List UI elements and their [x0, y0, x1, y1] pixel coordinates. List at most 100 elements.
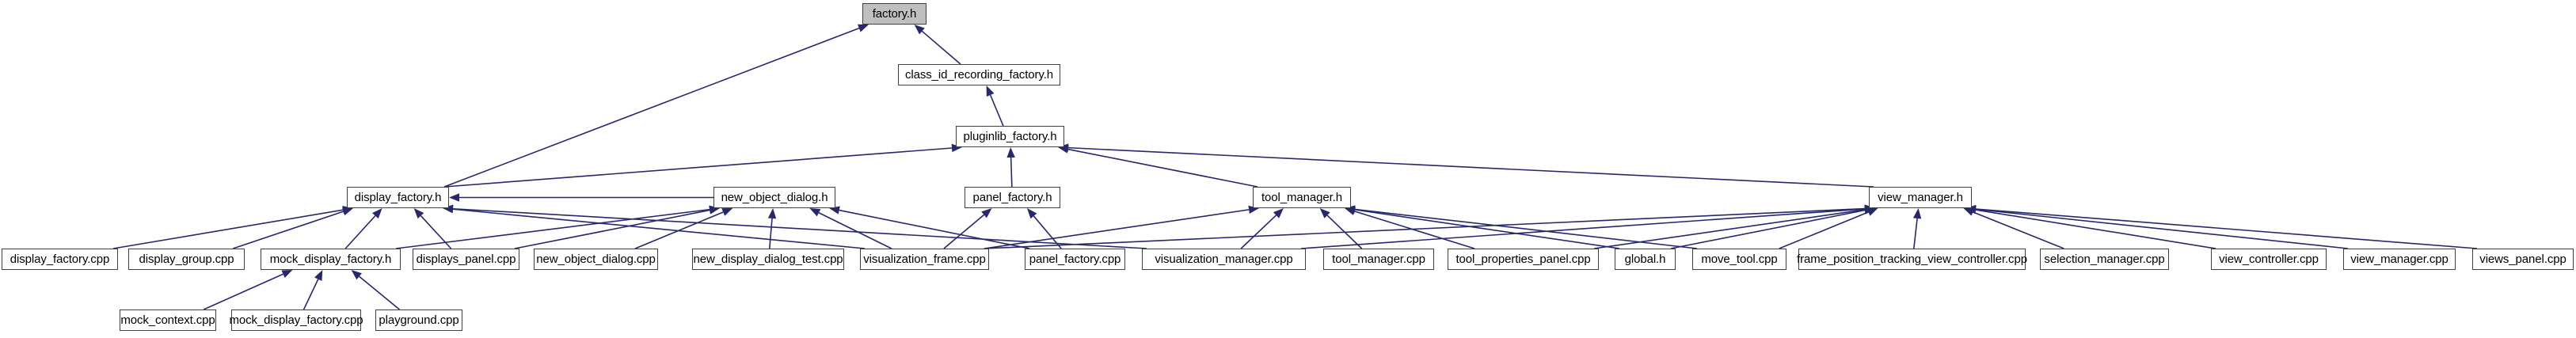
- graph-edge: [1779, 211, 1869, 249]
- graph-node-label: visualization_manager.cpp: [1155, 253, 1293, 266]
- graph-node-new-object-dialog-cpp[interactable]: new_object_dialog.cpp: [534, 249, 658, 270]
- graph-node-selection-manager-cpp[interactable]: selection_manager.cpp: [2040, 249, 2169, 270]
- graph-edge-arrowhead: [981, 208, 992, 218]
- graph-node-mock-display-factory-h[interactable]: mock_display_factory.h: [261, 249, 401, 270]
- graph-node-label: pluginlib_factory.h: [963, 130, 1057, 143]
- graph-edge: [634, 211, 724, 249]
- graph-node-label: view_manager.cpp: [2350, 253, 2449, 266]
- graph-edge-arrowhead: [914, 25, 925, 35]
- graph-node-panel-factory-h[interactable]: panel_factory.h: [965, 187, 1060, 208]
- graph-node-label: display_factory.cpp: [10, 253, 110, 266]
- graph-edge: [1354, 211, 1475, 249]
- graph-node-label: new_display_dialog_test.cpp: [693, 253, 843, 266]
- graph-edge: [989, 94, 1004, 127]
- graph-edge: [1670, 209, 1866, 249]
- graph-node-display-group-cpp[interactable]: display_group.cpp: [128, 249, 245, 270]
- graph-node-panel-factory-cpp[interactable]: panel_factory.cpp: [1025, 249, 1125, 270]
- graph-node-display-factory-cpp[interactable]: display_factory.cpp: [2, 249, 118, 270]
- graph-edge-arrowhead: [1006, 147, 1015, 158]
- graph-edge-arrowhead: [1026, 208, 1037, 219]
- graph-node-frame-position-tracking-view-controller-cpp[interactable]: frame_position_tracking_view_controller.…: [1797, 249, 2027, 270]
- graph-node-label: view_manager.h: [1878, 191, 1963, 204]
- graph-edge-arrowhead: [1273, 208, 1284, 218]
- graph-edge-arrowhead: [372, 208, 382, 219]
- graph-node-mock-display-factory-cpp[interactable]: mock_display_factory.cpp: [229, 310, 363, 331]
- graph-node-tool-manager-cpp[interactable]: tool_manager.cpp: [1323, 249, 1434, 270]
- graph-node-visualization-frame-cpp[interactable]: visualization_frame.cpp: [860, 249, 989, 270]
- graph-node-label: new_object_dialog.h: [721, 191, 828, 204]
- graph-node-display-factory-h[interactable]: display_factory.h: [347, 187, 449, 208]
- graph-node-label: factory.h: [872, 7, 917, 21]
- graph-node-label: frame_position_tracking_view_controller.…: [1797, 253, 2027, 266]
- graph-edge-arrowhead: [1912, 208, 1922, 219]
- graph-node-view-controller-cpp[interactable]: view_controller.cpp: [2211, 249, 2327, 270]
- graph-node-visualization-manager-cpp[interactable]: visualization_manager.cpp: [1142, 249, 1306, 270]
- graph-edge-arrowhead: [829, 206, 840, 215]
- graph-node-label: views_panel.cpp: [2479, 253, 2566, 266]
- graph-edge-arrowhead: [449, 193, 459, 202]
- graph-edge-arrowhead: [1965, 204, 1977, 214]
- graph-node-factory-h[interactable]: factory.h: [862, 3, 927, 25]
- graph-edge: [443, 147, 953, 188]
- graph-node-global-h[interactable]: global.h: [1615, 249, 1676, 270]
- graph-node-move-tool-cpp[interactable]: move_tool.cpp: [1692, 249, 1786, 270]
- graph-node-class-id-recording-factory-h[interactable]: class_id_recording_factory.h: [898, 64, 1060, 85]
- graph-node-label: tool_manager.cpp: [1332, 253, 1425, 266]
- graph-edge: [1975, 209, 2216, 249]
- graph-edge-arrowhead: [342, 207, 353, 216]
- graph-edge: [1240, 215, 1277, 249]
- graph-node-view-manager-cpp[interactable]: view_manager.cpp: [2343, 249, 2456, 270]
- graph-edge-arrowhead: [1058, 143, 1069, 152]
- graph-edge: [359, 275, 400, 310]
- graph-node-label: tool_properties_panel.cpp: [1455, 253, 1591, 266]
- graph-node-label: move_tool.cpp: [1701, 253, 1778, 266]
- graph-edge: [514, 209, 710, 249]
- graph-edge: [112, 209, 344, 249]
- graph-edge: [443, 27, 860, 188]
- graph-node-new-display-dialog-test-cpp[interactable]: new_display_dialog_test.cpp: [692, 249, 844, 270]
- graph-edge: [1354, 209, 1620, 249]
- graph-edge: [1300, 208, 1866, 249]
- graph-edge: [420, 215, 452, 249]
- graph-node-playground-cpp[interactable]: playground.cpp: [375, 310, 462, 331]
- graph-node-label: playground.cpp: [379, 313, 459, 327]
- graph-edge: [1033, 215, 1062, 249]
- graph-edge: [984, 209, 1250, 249]
- graph-node-tool-properties-panel-cpp[interactable]: tool_properties_panel.cpp: [1448, 249, 1599, 270]
- graph-edge: [1010, 157, 1013, 188]
- graph-node-views-panel-cpp[interactable]: views_panel.cpp: [2472, 249, 2574, 270]
- graph-edge: [943, 214, 985, 249]
- graph-edge: [921, 30, 961, 65]
- graph-node-displays-panel-cpp[interactable]: displays_panel.cpp: [413, 249, 519, 270]
- graph-node-label: display_group.cpp: [139, 253, 234, 266]
- graph-node-new-object-dialog-h[interactable]: new_object_dialog.h: [713, 187, 835, 208]
- graph-edge-arrowhead: [281, 270, 293, 279]
- graph-edge: [302, 279, 319, 310]
- graph-edge-arrowhead: [986, 85, 995, 97]
- graph-edge-arrowhead: [951, 143, 962, 153]
- graph-node-label: display_factory.h: [354, 191, 442, 204]
- graph-edge-arrowhead: [314, 270, 323, 281]
- graph-edge-arrowhead: [351, 270, 362, 280]
- graph-edge: [1973, 211, 2064, 249]
- graph-node-label: mock_context.cpp: [120, 313, 215, 327]
- graph-node-pluginlib-factory-h[interactable]: pluginlib_factory.h: [956, 126, 1064, 147]
- graph-node-label: global.h: [1624, 253, 1666, 266]
- graph-node-label: visualization_frame.cpp: [863, 253, 986, 266]
- graph-edge: [1067, 146, 1874, 188]
- graph-edge: [818, 212, 892, 249]
- graph-edge: [1975, 208, 2349, 249]
- graph-node-label: tool_manager.h: [1261, 191, 1342, 204]
- graph-edge-arrowhead: [809, 208, 821, 217]
- graph-node-mock-context-cpp[interactable]: mock_context.cpp: [120, 310, 216, 331]
- graph-edge-arrowhead: [858, 24, 869, 32]
- graph-node-label: mock_display_factory.cpp: [229, 313, 363, 327]
- graph-node-label: displays_panel.cpp: [416, 253, 516, 266]
- graph-node-tool-manager-h[interactable]: tool_manager.h: [1253, 187, 1351, 208]
- graph-node-view-manager-h[interactable]: view_manager.h: [1869, 187, 1972, 208]
- graph-edge: [344, 215, 376, 249]
- graph-edge: [452, 208, 866, 249]
- graph-edge-arrowhead: [443, 204, 454, 213]
